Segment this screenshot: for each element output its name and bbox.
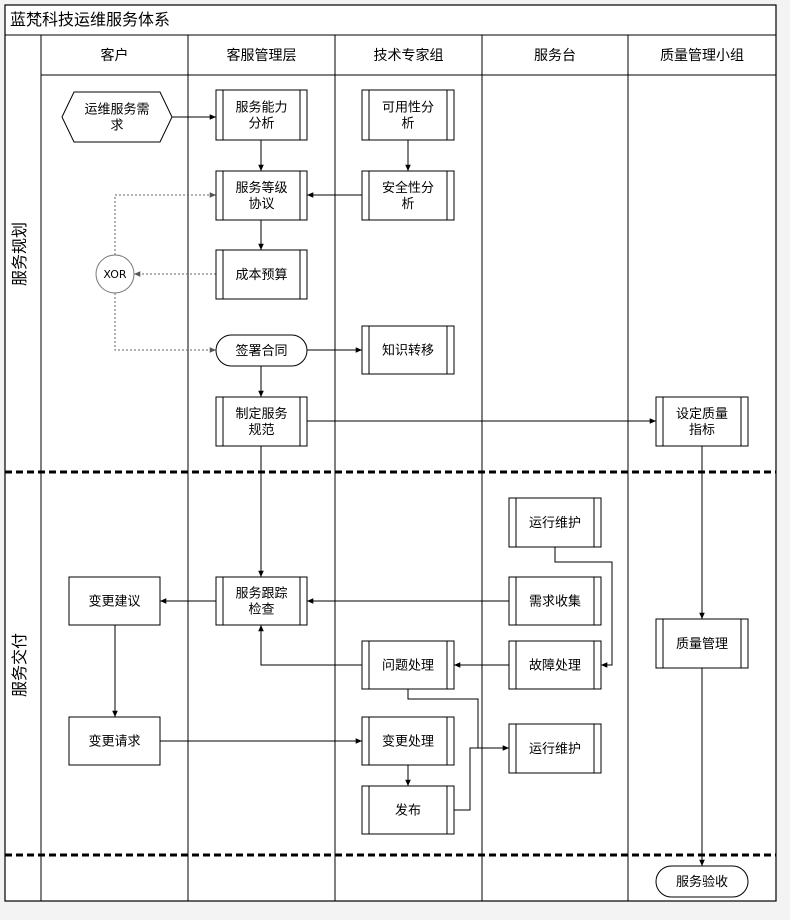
node-label: 变更建议: [88, 594, 140, 610]
node-box: [215, 576, 308, 626]
node-box: [655, 618, 749, 669]
node-release: 发布: [361, 785, 455, 835]
node-ops-maint-2: 运行维护: [508, 723, 602, 774]
node-label: 运行维护: [529, 516, 581, 531]
node-label: 知识转移: [382, 343, 434, 359]
diagram-title: 蓝梵科技运维服务体系: [10, 10, 170, 29]
node-box: [508, 723, 602, 774]
node-contract: 签署合同: [215, 334, 308, 367]
node-label: 质量管理: [676, 637, 728, 652]
node-label: 协议: [248, 197, 274, 212]
node-label: 安全性分: [382, 180, 434, 196]
node-label: 析: [401, 197, 414, 212]
node-label: 变更请求: [88, 734, 140, 750]
node-label: XOR: [103, 268, 126, 281]
edge-problem-to-tracking: [258, 625, 362, 666]
node-box: [68, 716, 161, 766]
node-label: 检查: [248, 603, 274, 618]
node-change-process: 变更处理: [361, 716, 455, 766]
node-label: 变更处理: [382, 734, 434, 750]
node-box: [655, 396, 749, 447]
node-box: [215, 396, 308, 447]
node-label: 设定质量: [676, 407, 728, 422]
node-label: 问题处理: [382, 659, 434, 674]
node-terminal: [655, 865, 749, 898]
node-quality-mgmt: 质量管理: [655, 618, 749, 669]
node-box: [361, 170, 455, 221]
node-label: 签署合同: [235, 343, 287, 359]
node-label: 需求收集: [529, 594, 581, 610]
lane-header-service_desk: 服务台: [534, 48, 576, 64]
node-terminal: [215, 334, 308, 367]
node-box: [215, 170, 308, 221]
node-budget: 成本预算: [215, 249, 308, 300]
node-label: 故障处理: [529, 659, 581, 674]
node-label: 求: [110, 119, 123, 134]
node-label: 服务跟踪: [235, 586, 287, 602]
node-box: [361, 325, 455, 375]
node-label: 服务等级: [235, 180, 287, 196]
node-box: [508, 576, 602, 626]
node-req-collect: 需求收集: [508, 576, 602, 626]
lane-headers: 客户 客服管理层 技术专家组 服务台 质量管理小组: [101, 47, 745, 64]
node-label: 规范: [248, 423, 274, 438]
node-label: 运维服务需: [84, 102, 149, 118]
lane-dividers: [187, 35, 629, 901]
node-box: [215, 249, 308, 300]
node-label: 分析: [248, 117, 274, 132]
lane-header-customer: 客户: [101, 47, 129, 64]
node-label: 可用性分: [382, 101, 434, 116]
node-change-request: 变更请求: [68, 716, 161, 766]
lane-header-tech_experts: 技术专家组: [374, 47, 444, 64]
node-box: [361, 89, 455, 141]
node-ops-maint-1: 运行维护: [508, 497, 602, 548]
node-problem: 问题处理: [361, 640, 455, 690]
node-label: 成本预算: [235, 268, 287, 283]
edge-ops-maint-to-fault: [554, 547, 613, 668]
node-box: [68, 576, 161, 626]
node-box: [361, 640, 455, 690]
connectors: [112, 114, 705, 866]
node-label: 运行维护: [529, 742, 581, 757]
edge-release-to-ops-maint: [454, 745, 509, 811]
node-label: 发布: [395, 803, 421, 819]
node-change-suggest: 变更建议: [68, 576, 161, 626]
node-box: [508, 640, 602, 690]
node-acceptance: 服务验收: [655, 865, 749, 898]
node-box: [215, 89, 308, 141]
edge-problem-to-ops-maint: [407, 689, 479, 748]
edge-xor-to-contract: [114, 293, 216, 353]
node-box: [361, 716, 455, 766]
node-box: [361, 785, 455, 835]
node-box: [508, 497, 602, 548]
edge-xor-to-sla: [114, 192, 216, 255]
node-label: 制定服务: [235, 406, 287, 422]
node-label: 析: [401, 117, 414, 132]
lane-header-service_mgmt: 客服管理层: [227, 47, 297, 64]
node-label: 服务验收: [676, 874, 728, 890]
lane-header-quality_team: 质量管理小组: [660, 48, 744, 64]
node-label: 指标: [689, 423, 715, 438]
phase-label-delivery: 服务交付: [10, 633, 29, 697]
node-fault: 故障处理: [508, 640, 602, 690]
node-gateway-circle: [95, 254, 135, 294]
node-hexagon: [61, 91, 173, 143]
phase-label-planning: 服务规划: [10, 222, 29, 286]
node-xor: XOR: [95, 254, 135, 294]
node-knowledge: 知识转移: [361, 325, 455, 375]
node-label: 服务能力: [235, 100, 287, 116]
